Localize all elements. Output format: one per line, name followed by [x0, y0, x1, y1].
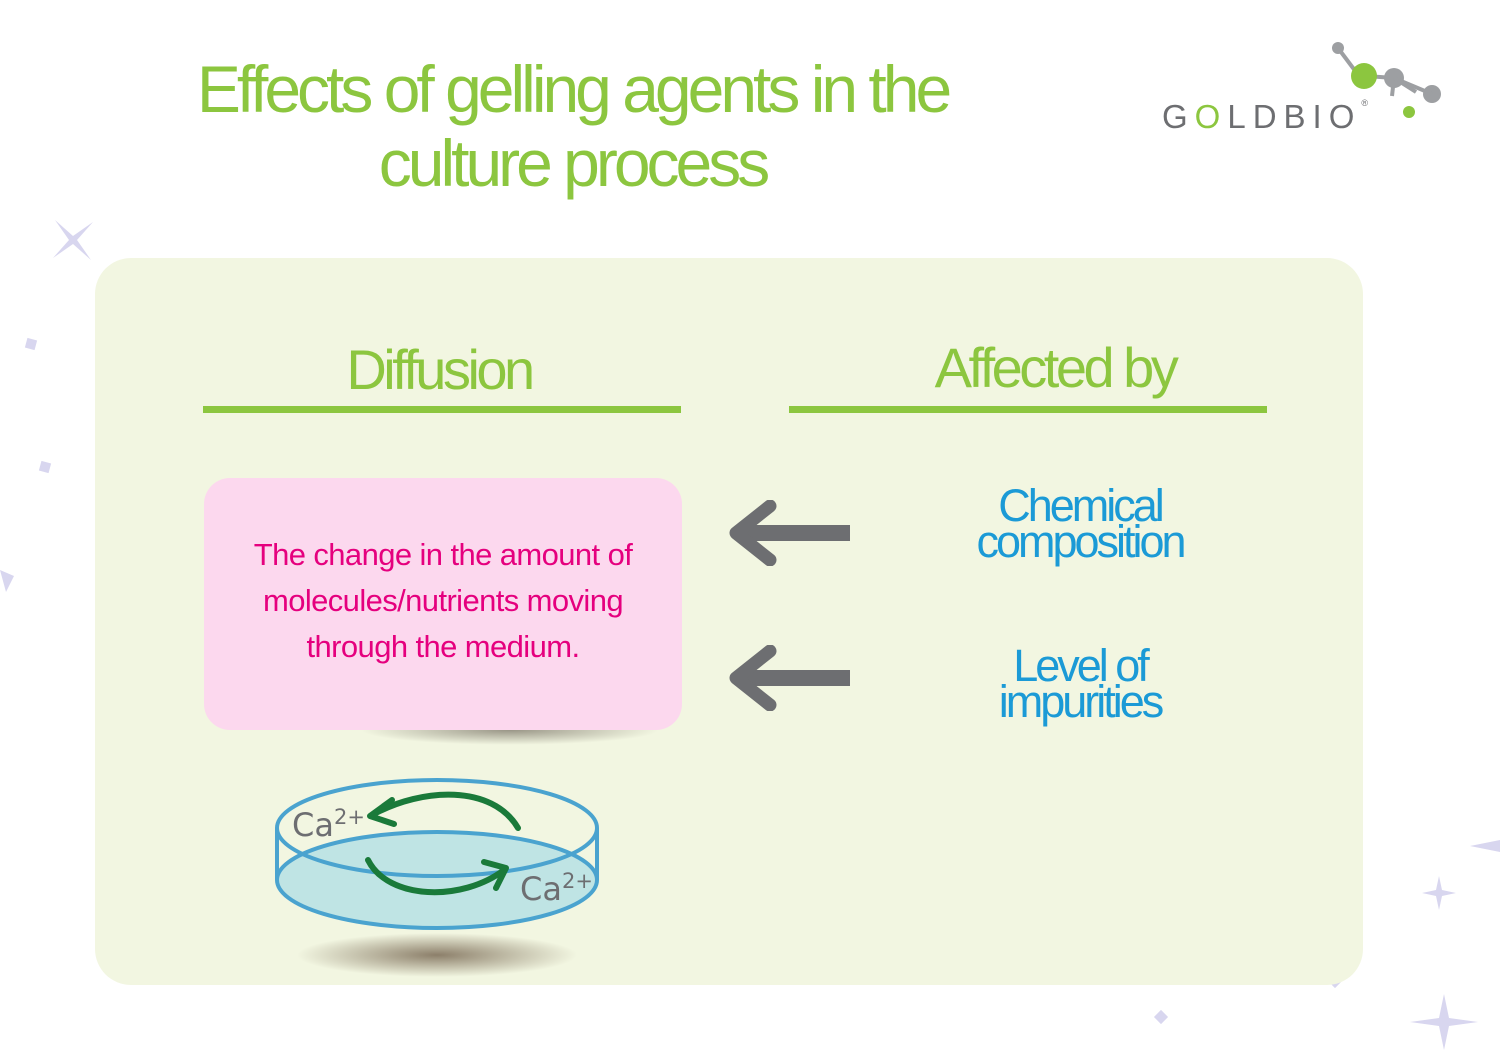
- logo-wordmark: GOLDBIO®: [1162, 98, 1369, 135]
- factor-line-1: Level of: [1013, 640, 1150, 691]
- definition-text: The change in the amount of molecules/nu…: [253, 537, 633, 664]
- affected-by-heading: Affected by: [934, 336, 1179, 399]
- goldbio-logo: GOLDBIO®: [1160, 36, 1460, 146]
- curved-arrow-icon: [365, 857, 507, 896]
- curved-arrow-icon: [371, 791, 521, 831]
- sparkle-decoration-1: [53, 220, 93, 260]
- dot-decoration-2: [24, 337, 38, 351]
- factor-line-2: composition: [976, 516, 1186, 567]
- dot-decoration-4: [38, 460, 52, 474]
- page-title: Effects of gelling agents in the culture…: [196, 52, 952, 200]
- sparkle-decoration-5: [1410, 994, 1478, 1050]
- affected-by-underline: [789, 406, 1267, 413]
- factor-level-of-impurities: Level of impurities: [920, 640, 1240, 727]
- sparkle-decoration-3: [1422, 876, 1456, 910]
- dish-rim: [275, 778, 599, 878]
- ion-label: Ca2+: [292, 805, 365, 844]
- definition-card: The change in the amount of molecules/nu…: [204, 478, 682, 730]
- diffusion-underline: [203, 406, 681, 413]
- sparkle-decoration-7: [0, 570, 14, 592]
- dot-decoration-6: [1153, 1009, 1169, 1025]
- factor-line-1: Chemical: [998, 480, 1165, 531]
- left-arrow-icon: [729, 500, 850, 566]
- factor-line-2: impurities: [998, 676, 1165, 727]
- petri-dish-illustration: Ca2+ Ca2+: [275, 778, 599, 977]
- factor-chemical-composition: Chemical composition: [920, 480, 1240, 567]
- dish-shadow: [297, 933, 577, 977]
- sparkle-decoration-6: [1470, 840, 1500, 852]
- ion-label: Ca2+: [520, 869, 593, 908]
- diffusion-heading: Diffusion: [346, 338, 535, 401]
- left-arrow-icon: [729, 645, 850, 711]
- molecule-icon: [1332, 42, 1441, 118]
- registered-mark: ®: [1361, 98, 1369, 108]
